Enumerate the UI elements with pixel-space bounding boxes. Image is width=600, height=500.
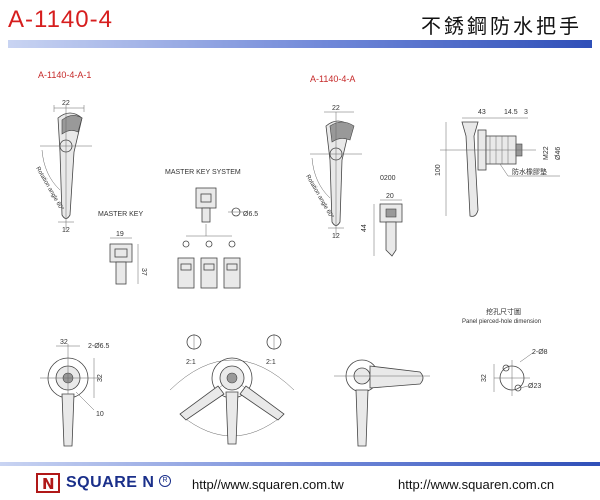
footer-bar [0,462,600,466]
model-number: A-1140-4 [8,6,113,33]
dim-23: Ø23 [528,383,541,390]
part-label-a1: A-1140-4-A-1 [38,70,91,80]
page-header: A-1140-4 不銹鋼防水把手 [0,0,600,50]
dim-37: 37 [140,268,147,276]
dim-a-12: 12 [332,233,340,240]
dim-a1-12: 12 [62,227,70,234]
dim-3: 3 [524,109,528,116]
rotation-label-a1: Rotation angle 60° [34,166,64,212]
dim-a1-22: 22 [62,100,70,107]
pierced-hole-title-cn: 挖孔尺寸圖 [486,307,521,316]
dim-100: 100 [435,164,442,176]
technical-drawing: A-1140-4-A-1 A-1140-4-A 22 12 Rotation a… [34,70,562,447]
dim-scale-b: 2:1 [266,359,276,366]
dim-14-5: 14.5 [504,109,518,116]
dim-2-6-5: 2-Ø6.5 [88,343,110,350]
header-bar [8,40,592,48]
handle-a-front-view: 22 12 Rotation angle 60° [304,105,362,240]
master-key-diagram: 19 37 [109,231,147,285]
handle-rotation-fan-view: 2:1 2:1 [169,334,295,445]
handle-top-view: 32 2-Ø6.5 32 10 [40,339,110,447]
page-footer: N SQUARE N R http//www.squaren.com.tw ht… [0,462,600,500]
dim-19: 19 [116,231,124,238]
handle-lever-view [334,359,430,447]
dim-a-22: 22 [332,105,340,112]
dim-side-32: 32 [97,374,104,382]
pierced-hole-title-en: Panel pierced-hole dimension [462,319,541,325]
dim-key-65: Ø6.5 [243,211,258,218]
dim-top-32: 32 [60,339,68,346]
product-title: 不銹鋼防水把手 [421,14,582,38]
gasket-label: 防水橡膠墊 [512,167,547,176]
url-cn-link[interactable]: http://www.squaren.com.cn [398,477,555,492]
part-label-a: A-1140-4-A [310,74,355,84]
dim-scale-a: 2:1 [186,359,196,366]
dim-46: Ø46 [555,147,562,160]
key-code-label: 0200 [380,175,396,182]
pierced-hole-diagram: 2-Ø8 32 Ø23 [481,349,548,396]
handle-a1-front-view: 22 12 Rotation angle 60° [34,100,92,234]
dim-44: 44 [361,224,368,232]
master-key-system-label: MASTER KEY SYSTEM [165,169,241,176]
logo-letter: N [42,475,55,493]
rotation-label-a: Rotation angle 60° [304,174,334,220]
dim-10: 10 [96,411,104,418]
brand-name: SQUARE N [66,474,155,491]
dim-hole-32: 32 [481,374,488,382]
key-0200-diagram: 20 44 [361,193,403,257]
master-key-label: MASTER KEY [98,211,143,218]
url-tw-link[interactable]: http//www.squaren.com.tw [192,477,344,492]
master-key-system-diagram: Ø6.5 [177,187,258,289]
dim-2-8: 2-Ø8 [532,349,548,356]
dim-20: 20 [386,193,394,200]
handle-side-view: 43 14.5 3 100 M22 Ø46 防水橡膠墊 [435,109,562,217]
dim-43: 43 [478,109,486,116]
registered-mark: R [159,475,171,487]
dim-m22: M22 [543,146,550,160]
brand-logo: N [36,473,60,493]
